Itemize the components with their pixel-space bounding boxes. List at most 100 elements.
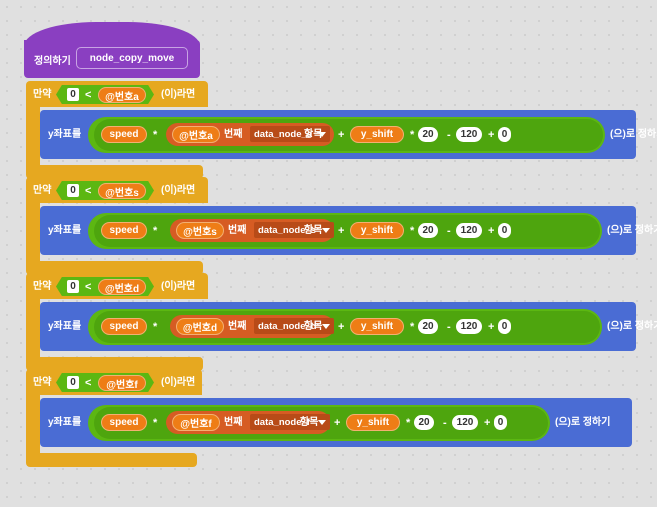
item-index-variable[interactable]: @번호a xyxy=(172,126,220,143)
y-shift-variable[interactable]: y_shift xyxy=(350,318,404,335)
less-than-operator: < xyxy=(85,89,92,101)
number-20[interactable]: 20 xyxy=(414,415,434,430)
number-0[interactable]: 0 xyxy=(498,223,511,238)
set-y-label: y좌표를 xyxy=(48,129,82,140)
condition-left-value[interactable]: 0 xyxy=(67,280,79,293)
chevron-down-icon xyxy=(322,228,330,233)
number-120[interactable]: 120 xyxy=(452,415,478,430)
if-block-arm xyxy=(26,202,40,262)
minus-operator: - xyxy=(447,225,451,237)
define-procedure-name[interactable]: node_copy_move xyxy=(76,47,188,69)
plus-operator: + xyxy=(338,225,345,237)
then-label: (이)라면 xyxy=(161,185,196,196)
item-label: 항목 xyxy=(304,225,323,236)
if-block-arm xyxy=(26,106,40,166)
item-index-variable[interactable]: @번호d xyxy=(176,318,224,335)
list-name: data_node_f xyxy=(254,416,310,428)
index-variable[interactable]: @번호s xyxy=(98,183,146,199)
condition-left-value[interactable]: 0 xyxy=(67,88,79,101)
set-suffix-label: (으)로 정하기 xyxy=(555,417,611,428)
multiply-operator: * xyxy=(410,225,415,237)
plus-operator: + xyxy=(488,129,495,141)
if-block-arm xyxy=(26,394,40,454)
number-20[interactable]: 20 xyxy=(418,319,438,334)
then-label: (이)라면 xyxy=(161,89,196,100)
if-label: 만약 xyxy=(33,377,52,388)
y-shift-variable[interactable]: y_shift xyxy=(350,126,404,143)
number-0[interactable]: 0 xyxy=(498,319,511,334)
list-name: data_node_d xyxy=(258,320,317,332)
nth-label: 번째 xyxy=(224,417,243,428)
number-120[interactable]: 120 xyxy=(456,127,482,142)
if-label: 만약 xyxy=(33,281,52,292)
y-shift-variable[interactable]: y_shift xyxy=(346,414,400,431)
item-label: 항목 xyxy=(304,129,323,140)
multiply-operator: * xyxy=(153,129,158,141)
list-name: data_node_a xyxy=(254,128,313,140)
if-label: 만약 xyxy=(33,185,52,196)
item-index-variable[interactable]: @번호f xyxy=(172,414,220,431)
if-block-foot[interactable] xyxy=(26,165,203,179)
if-block-foot[interactable] xyxy=(26,357,203,371)
multiply-operator: * xyxy=(153,321,158,333)
then-label: (이)라면 xyxy=(161,281,196,292)
list-name: data_node_s xyxy=(258,224,317,236)
less-than-operator: < xyxy=(85,377,92,389)
multiply-operator: * xyxy=(410,129,415,141)
plus-operator: + xyxy=(488,225,495,237)
set-suffix-label: (으)로 정하기 xyxy=(607,225,657,236)
speed-variable[interactable]: speed xyxy=(101,126,147,143)
if-label: 만약 xyxy=(33,89,52,100)
speed-variable[interactable]: speed xyxy=(101,414,147,431)
minus-operator: - xyxy=(447,129,451,141)
multiply-operator: * xyxy=(410,321,415,333)
chevron-down-icon xyxy=(318,420,326,425)
set-y-label: y좌표를 xyxy=(48,321,82,332)
number-120[interactable]: 120 xyxy=(456,223,482,238)
plus-operator: + xyxy=(334,417,341,429)
index-variable[interactable]: @번호d xyxy=(98,279,146,295)
chevron-down-icon xyxy=(322,324,330,329)
multiply-operator: * xyxy=(406,417,411,429)
number-20[interactable]: 20 xyxy=(418,127,438,142)
number-20[interactable]: 20 xyxy=(418,223,438,238)
item-label: 항목 xyxy=(300,417,319,428)
number-120[interactable]: 120 xyxy=(456,319,482,334)
chevron-down-icon xyxy=(318,132,326,137)
plus-operator: + xyxy=(338,129,345,141)
then-label: (이)라면 xyxy=(161,377,196,388)
index-variable[interactable]: @번호a xyxy=(98,87,146,103)
item-index-variable[interactable]: @번호s xyxy=(176,222,224,239)
list-dropdown[interactable]: data_node_s xyxy=(254,222,334,238)
define-label: 정의하기 xyxy=(34,56,71,67)
less-than-operator: < xyxy=(85,185,92,197)
if-block-foot[interactable] xyxy=(26,261,203,275)
speed-variable[interactable]: speed xyxy=(101,318,147,335)
minus-operator: - xyxy=(443,417,447,429)
nth-label: 번째 xyxy=(228,225,247,236)
less-than-operator: < xyxy=(85,281,92,293)
number-0[interactable]: 0 xyxy=(498,127,511,142)
minus-operator: - xyxy=(447,321,451,333)
list-dropdown[interactable]: data_node_f xyxy=(250,414,330,430)
multiply-operator: * xyxy=(153,225,158,237)
condition-left-value[interactable]: 0 xyxy=(67,184,79,197)
index-variable[interactable]: @번호f xyxy=(98,375,146,391)
if-block-arm xyxy=(26,298,40,358)
plus-operator: + xyxy=(484,417,491,429)
condition-left-value[interactable]: 0 xyxy=(67,376,79,389)
list-dropdown[interactable]: data_node_a xyxy=(250,126,330,142)
set-y-label: y좌표를 xyxy=(48,417,82,428)
speed-variable[interactable]: speed xyxy=(101,222,147,239)
set-suffix-label: (으)로 정하기 xyxy=(607,321,657,332)
multiply-operator: * xyxy=(153,417,158,429)
list-dropdown[interactable]: data_node_d xyxy=(254,318,334,334)
set-y-label: y좌표를 xyxy=(48,225,82,236)
plus-operator: + xyxy=(338,321,345,333)
if-block-foot[interactable] xyxy=(26,453,197,467)
plus-operator: + xyxy=(488,321,495,333)
item-label: 항목 xyxy=(304,321,323,332)
set-suffix-label: (으)로 정하기 xyxy=(610,129,657,140)
number-0[interactable]: 0 xyxy=(494,415,507,430)
y-shift-variable[interactable]: y_shift xyxy=(350,222,404,239)
